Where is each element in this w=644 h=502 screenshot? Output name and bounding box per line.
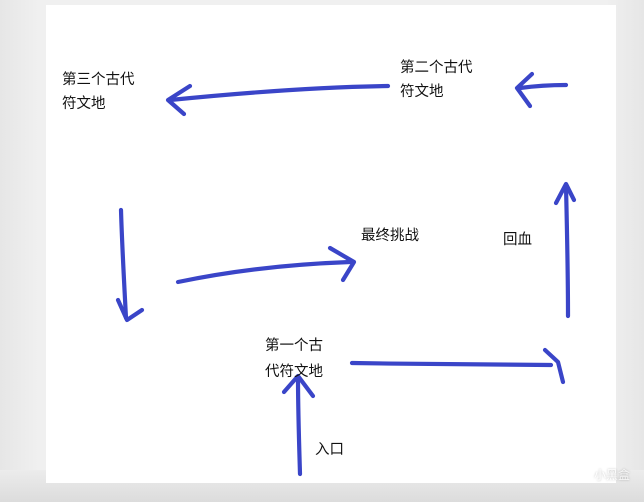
arrow-entrance-to-first [281, 373, 316, 477]
watermark: 小黑盒 [574, 466, 630, 483]
watermark-text: 小黑盒 [594, 468, 631, 482]
node-first-ancient-rune: 第一个古 代符文地 [265, 338, 323, 380]
node-second-ancient-rune: 第二个古代 符文地 [400, 60, 473, 100]
heybox-logo-icon [574, 466, 590, 483]
arrow-second-to-third [165, 83, 391, 117]
node-entrance: 入口 [315, 442, 344, 458]
arrow-into-second [514, 71, 569, 109]
arrow-third-down [115, 207, 145, 323]
node-final-challenge: 最终挑战 [361, 228, 419, 244]
arrow-to-final-challenge [175, 245, 357, 285]
node-restore-hp: 回血 [503, 232, 532, 248]
arrow-first-to-right [349, 347, 566, 385]
node-third-ancient-rune: 第三个古代 符文地 [62, 72, 135, 112]
arrow-up-to-restore [553, 181, 577, 319]
